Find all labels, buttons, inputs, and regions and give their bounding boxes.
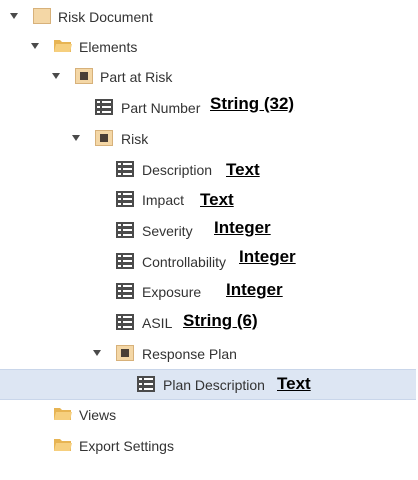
list-icon <box>116 222 134 238</box>
expand-arrow-icon[interactable] <box>93 350 101 356</box>
list-icon <box>95 99 113 115</box>
tree-row-part-at-risk[interactable]: Part at Risk <box>0 62 416 92</box>
tree-node-label: Impact <box>142 192 185 208</box>
list-icon <box>116 314 134 330</box>
expand-arrow-icon[interactable] <box>31 43 39 49</box>
list-icon <box>116 253 134 269</box>
expand-arrow-icon[interactable] <box>52 73 60 79</box>
tree-node-label: Description <box>142 162 213 178</box>
tree-row-export-settings[interactable]: Export Settings <box>0 431 416 461</box>
tree-node-label: Exposure <box>142 284 202 300</box>
list-icon <box>116 283 134 299</box>
tree-row-plan-description[interactable]: Plan Description <box>0 369 416 400</box>
tree-node-label: Export Settings <box>79 438 174 454</box>
tree-node-label: Response Plan <box>142 346 237 362</box>
element-box-icon <box>116 345 134 361</box>
expand-arrow-icon[interactable] <box>72 135 80 141</box>
tree-node-label: ASIL <box>142 315 173 331</box>
element-box-inner <box>80 72 88 80</box>
tree-node-label: Part at Risk <box>100 69 173 85</box>
folder-open-icon <box>53 38 72 54</box>
folder-icon <box>53 406 72 422</box>
tree-row-risk[interactable]: Risk <box>0 124 416 154</box>
type-annotation: Integer <box>214 218 271 237</box>
tree-row-description[interactable]: Description <box>0 155 416 185</box>
tree-node-label: Part Number <box>121 100 201 116</box>
type-annotation: String (6) <box>183 311 258 330</box>
expand-arrow-icon[interactable] <box>10 13 18 19</box>
tree-node-label: Severity <box>142 223 193 239</box>
element-box-inner <box>100 134 108 142</box>
element-box-icon <box>95 130 113 146</box>
element-box-icon <box>75 68 93 84</box>
tree-node-label: Controllability <box>142 254 227 270</box>
tree-row-views[interactable]: Views <box>0 400 416 430</box>
list-icon <box>137 376 155 392</box>
document-box-icon <box>33 8 51 24</box>
type-annotation: Integer <box>226 280 283 299</box>
tree-row-response-plan[interactable]: Response Plan <box>0 339 416 369</box>
type-annotation: Text <box>200 190 234 209</box>
type-annotation: Integer <box>239 247 296 266</box>
tree-row-controllability[interactable]: Controllability <box>0 247 416 277</box>
tree-node-label: Risk <box>121 131 149 147</box>
type-annotation: Text <box>226 160 260 179</box>
folder-icon <box>53 437 72 453</box>
tree-node-label: Risk Document <box>58 9 153 25</box>
tree-node-label: Views <box>79 407 117 423</box>
tree-node-label: Elements <box>79 39 138 55</box>
list-icon <box>116 161 134 177</box>
tree-row-risk-document[interactable]: Risk Document <box>0 2 416 32</box>
tree-node-label: Plan Description <box>163 377 265 393</box>
tree-row-asil[interactable]: ASIL <box>0 308 416 338</box>
tree-row-exposure[interactable]: Exposure <box>0 277 416 307</box>
tree-row-part-number[interactable]: Part Number <box>0 93 416 123</box>
list-icon <box>116 191 134 207</box>
type-annotation: Text <box>277 374 311 393</box>
tree-row-impact[interactable]: Impact <box>0 185 416 215</box>
tree-row-elements[interactable]: Elements <box>0 32 416 62</box>
tree-row-severity[interactable]: Severity <box>0 216 416 246</box>
type-annotation: String (32) <box>210 94 295 113</box>
element-box-inner <box>121 349 129 357</box>
